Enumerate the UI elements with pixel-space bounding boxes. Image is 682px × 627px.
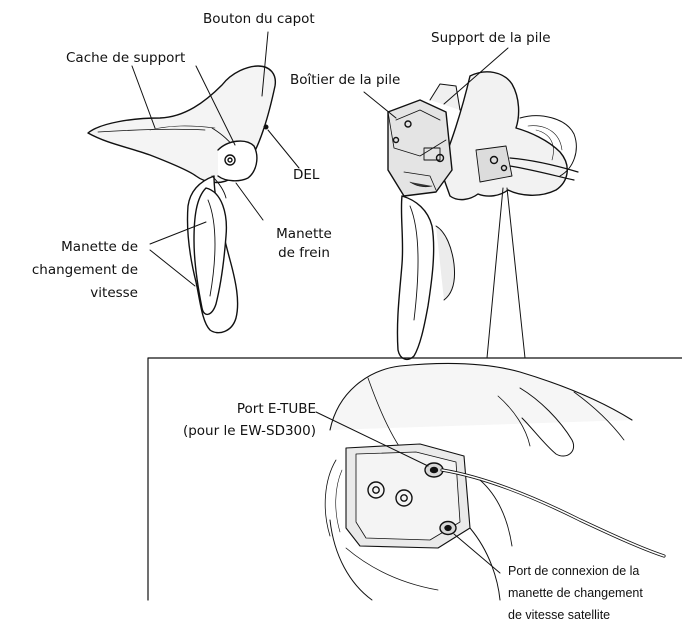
label-manette-de-changement-line3: vitesse (6, 282, 138, 305)
label-cache-de-support: Cache de support (66, 49, 185, 68)
label-manette-de-frein: Manette de frein (262, 225, 346, 263)
label-port-de-connexion-line3: de vitesse satellite (508, 604, 643, 626)
label-manette-de-frein-line2: de frein (262, 244, 346, 263)
label-port-e-tube-line2: (pour le EW-SD300) (160, 420, 316, 442)
label-manette-de-frein-line1: Manette (262, 225, 346, 244)
label-manette-de-changement-line2: changement de (6, 259, 138, 282)
label-bouton-du-capot: Bouton du capot (203, 10, 315, 29)
label-port-de-connexion-line1: Port de connexion de la (508, 560, 643, 582)
label-port-de-connexion-line2: manette de changement (508, 582, 643, 604)
label-port-e-tube-line1: Port E-TUBE (160, 398, 316, 420)
label-boitier-de-la-pile: Boîtier de la pile (290, 71, 400, 90)
label-manette-de-changement-line1: Manette de (6, 236, 138, 259)
label-manette-de-changement: Manette de changement de vitesse (6, 236, 138, 305)
right-lever-drawing (388, 72, 578, 360)
label-support-de-la-pile: Support de la pile (431, 29, 551, 48)
label-del: DEL (293, 166, 319, 185)
label-port-de-connexion: Port de connexion de la manette de chang… (508, 560, 643, 626)
label-port-e-tube: Port E-TUBE (pour le EW-SD300) (160, 398, 316, 442)
